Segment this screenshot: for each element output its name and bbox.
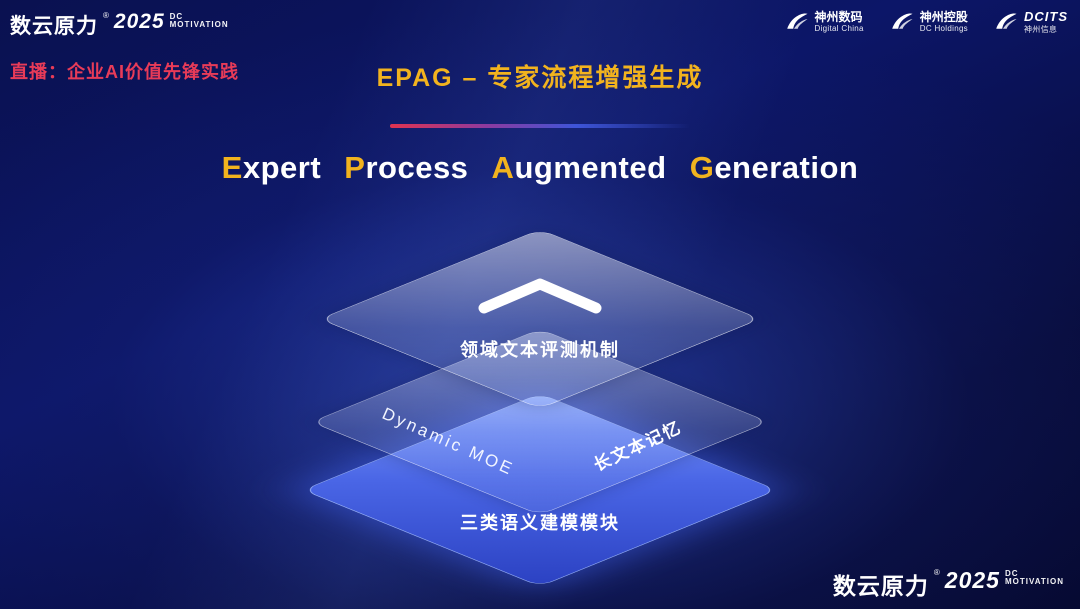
chevron-up-icon	[472, 276, 608, 321]
brand-name: 数云原力	[832, 573, 929, 599]
title-word: Expert	[221, 150, 322, 185]
bottom-layer-label: 三类语义建模模块	[460, 513, 620, 533]
partner-name-en: DC Holdings	[919, 24, 968, 34]
brand-dc: DC	[1004, 569, 1019, 578]
logo-dc-holdings: 神州控股 DC Holdings	[890, 10, 968, 34]
registered-mark: ®	[103, 11, 109, 20]
partner-name-cn: 神州信息	[1024, 24, 1058, 34]
brand-subtext: DC MOTIVATION	[169, 12, 229, 30]
brand-year: 2025	[113, 10, 165, 33]
title-word: Augmented	[491, 150, 667, 185]
logo-dcits: DCITS 神州信息	[994, 9, 1068, 34]
brand-logo-top-left: 数云原力 ® 2025 DC MOTIVATION	[10, 10, 229, 40]
top-layer-label: 领域文本评测机制	[460, 340, 620, 360]
partner-name-cn: 神州数码	[814, 9, 863, 24]
brand-year: 2025	[944, 567, 1000, 593]
title-word: Generation	[689, 150, 859, 185]
live-stream-label: 直播：企业AI价值先锋实践	[10, 62, 239, 82]
brand-dc: DC	[169, 12, 184, 21]
brand-name: 数云原力	[10, 15, 98, 38]
logo-digital-china: 神州数码 Digital China	[785, 10, 864, 34]
partner-name-en: Digital China	[814, 24, 864, 34]
title-word: Process	[344, 150, 469, 185]
partner-name-cn: 神州控股	[919, 9, 968, 24]
partner-name-en: DCITS	[1024, 9, 1068, 24]
swoosh-icon	[996, 13, 1017, 29]
slide-heading: EPAG – 专家流程增强生成	[376, 64, 704, 92]
swoosh-icon	[892, 13, 913, 29]
registered-mark: ®	[933, 568, 940, 577]
brand-motivation: MOTIVATION	[1004, 577, 1064, 587]
gradient-divider	[390, 124, 690, 128]
brand-logo-bottom-right: 数云原力 ® 2025 DC MOTIVATION	[833, 567, 1064, 601]
page-title: Expert Process Augmented Generation	[215, 150, 866, 186]
swoosh-icon	[786, 13, 808, 29]
brand-motivation: MOTIVATION	[169, 20, 229, 30]
brand-subtext: DC MOTIVATION	[1004, 569, 1064, 587]
partner-logos: 神州数码 Digital China 神州控股 DC Holdings DCIT…	[785, 9, 1068, 34]
